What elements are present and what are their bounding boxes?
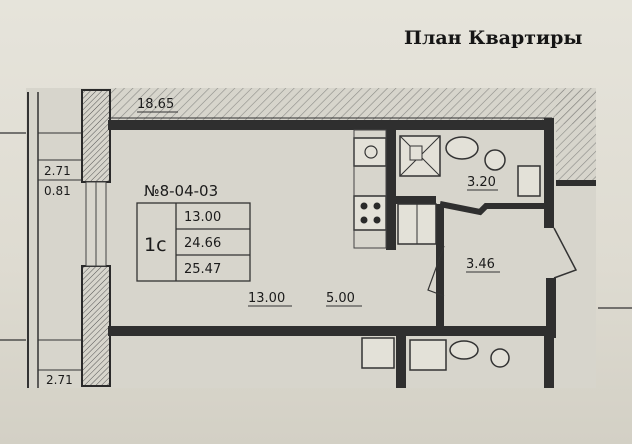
bathroom-wall-bottom — [396, 196, 436, 204]
stove-icon — [353, 195, 387, 231]
exterior-wall-lower — [81, 265, 111, 387]
next-unit-wall-right — [544, 336, 554, 388]
stove-burner-1 — [360, 202, 368, 210]
hall-wall-left — [436, 204, 444, 326]
stove-burner-3 — [360, 216, 368, 224]
area-table — [136, 202, 251, 282]
hall-wall — [439, 201, 544, 216]
next-unit-wall — [396, 336, 406, 388]
kitchen-area: 5.00 — [326, 291, 355, 306]
kitchen-sink-bowl — [364, 145, 378, 159]
area-value-3: 25.47 — [184, 262, 221, 277]
next-unit-toilet — [490, 348, 510, 368]
kitchen-counter — [353, 129, 387, 249]
next-unit-sink-2 — [449, 340, 479, 360]
hall-area: 3.46 — [466, 257, 495, 272]
dimension-top: 2.71 — [44, 164, 71, 178]
living-room-area: 13.00 — [248, 291, 285, 306]
exterior-wall-upper — [81, 89, 111, 183]
plan-background — [26, 88, 596, 388]
apartment-number: №8-04-03 — [144, 182, 218, 200]
wall-right-upper — [544, 118, 554, 228]
entrance-door-swing — [553, 227, 578, 279]
wall-top — [108, 120, 552, 130]
bathroom-wall-left — [386, 130, 396, 250]
next-unit-shower — [409, 339, 447, 371]
stove-burner-4 — [373, 216, 381, 224]
area-value-1: 13.00 — [184, 210, 221, 225]
next-unit-sink — [361, 337, 395, 369]
dimension-middle: 0.81 — [44, 184, 71, 198]
corridor-wall — [556, 180, 596, 186]
toilet-icon — [484, 149, 506, 171]
wall-bottom — [108, 326, 554, 336]
bathroom-door-swing — [427, 245, 445, 297]
sink-icon — [445, 136, 479, 160]
balcony-hatch — [108, 88, 596, 124]
washing-machine-icon — [517, 165, 541, 197]
area-value-2: 24.66 — [184, 236, 221, 251]
bathroom-area: 3.20 — [467, 175, 496, 190]
right-hatch — [556, 90, 596, 180]
wall-right-lower — [546, 278, 556, 338]
kitchen-sink-icon — [353, 137, 387, 167]
shower-drain — [409, 145, 423, 161]
dimension-bottom: 2.71 — [46, 373, 73, 387]
balcony-area: 18.65 — [137, 97, 174, 112]
apartment-type: 1с — [144, 234, 167, 256]
page-title: План Квартиры — [404, 27, 583, 49]
stove-burner-2 — [373, 202, 381, 210]
